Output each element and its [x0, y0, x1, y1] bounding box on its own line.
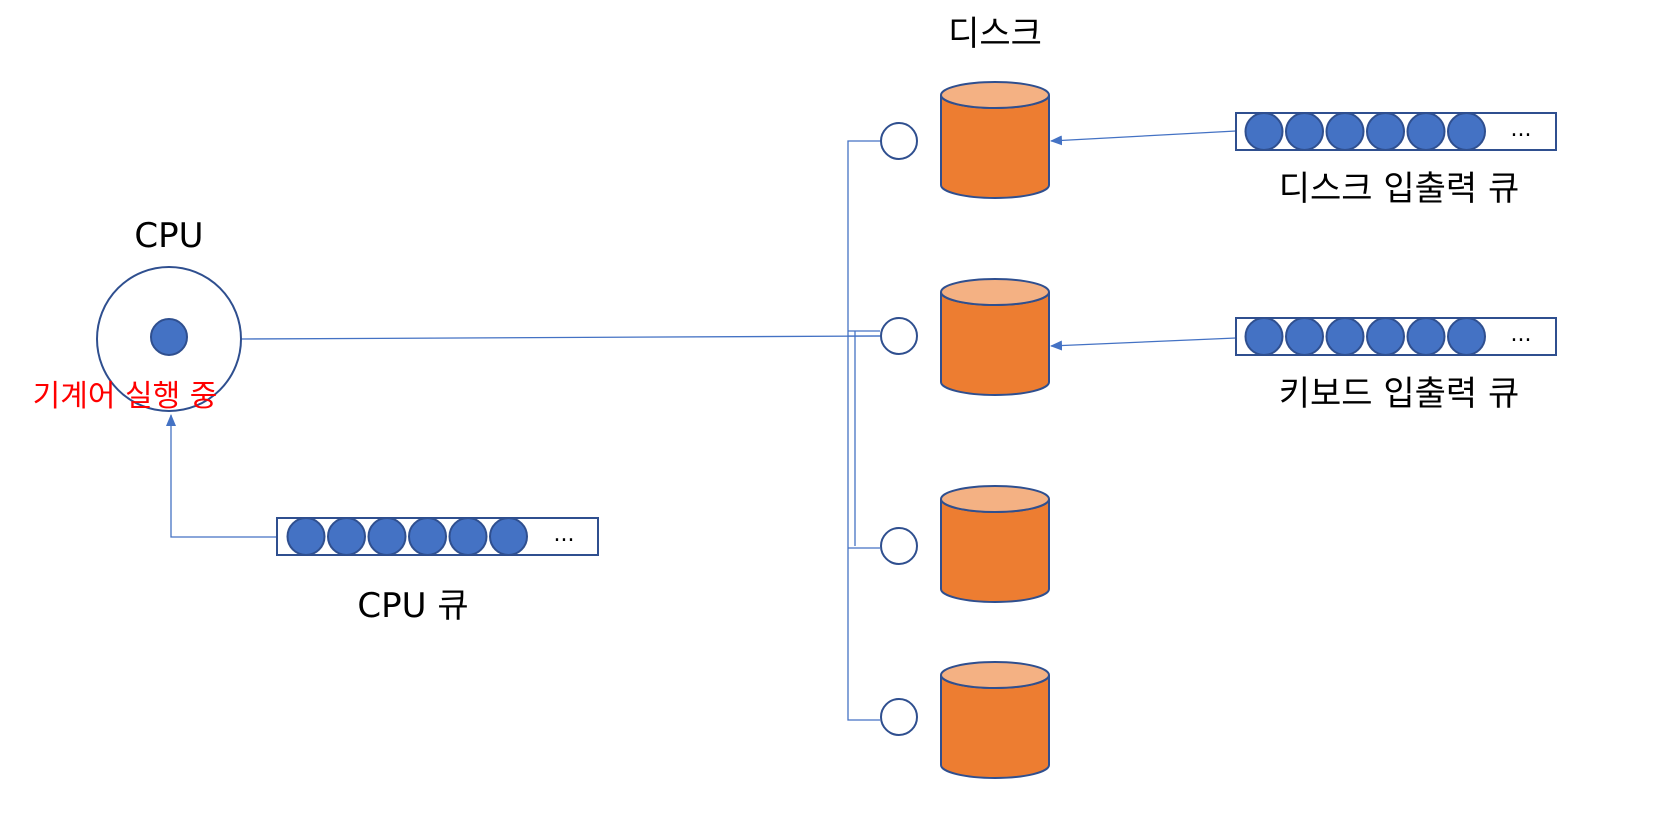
disk-cylinder — [940, 94, 1050, 199]
disk-io-queue-process — [1406, 112, 1446, 151]
cpu-queue-process — [489, 517, 528, 556]
connectors — [166, 130, 1237, 721]
disk-cylinder — [940, 498, 1050, 603]
keyboard-io-queue-process — [1366, 317, 1405, 356]
device-node-circle — [880, 122, 918, 160]
disk-queue-to-device-arrow — [1050, 130, 1237, 146]
disk-io-queue: ... 디스크 입출력 큐 — [1235, 112, 1557, 209]
keyboard-io-queue-process — [1325, 317, 1365, 356]
keyboard-io-queue: ... 키보드 입출력 큐 — [1235, 317, 1557, 414]
device-nodes — [880, 122, 918, 736]
disk-io-queue-process — [1285, 112, 1324, 151]
disk-cylinder-top — [940, 278, 1050, 306]
cpu-status-label: 기계어 실행 중 — [33, 379, 218, 414]
cpu-queue: ... CPU 큐 — [276, 517, 599, 626]
cpu-queue-ellipsis: ... — [554, 522, 575, 547]
disk-cylinder-top — [940, 81, 1050, 109]
cpu-queue-process — [327, 517, 366, 556]
keyboard-io-queue-ellipsis: ... — [1511, 322, 1532, 347]
device-bus-connector — [847, 140, 880, 721]
cpu: CPU 기계어 실행 중 — [33, 216, 242, 414]
cpu-queue-to-cpu-arrow — [166, 414, 277, 538]
cpu-queue-label: CPU 큐 — [357, 586, 468, 626]
cpu-queue-process — [286, 517, 326, 556]
disk-io-queue-label: 디스크 입출력 큐 — [1279, 169, 1520, 209]
disk-cylinder-top — [940, 661, 1050, 689]
cpu-queue-process — [408, 517, 447, 556]
cpu-queue-process — [367, 517, 407, 556]
cpu-queue-process — [448, 517, 488, 556]
disk-io-queue-process — [1366, 112, 1405, 151]
keyboard-queue-to-device-arrow — [1050, 337, 1237, 351]
keyboard-io-queue-process — [1244, 317, 1284, 356]
device-group-label: 디스크 — [948, 14, 1042, 54]
disk-io-queue-process — [1244, 112, 1284, 151]
running-process-dot — [150, 318, 188, 356]
device-cylinders — [940, 81, 1050, 779]
device-node-circle — [880, 698, 918, 736]
keyboard-io-queue-process — [1447, 317, 1486, 356]
cpu-to-devices-connector — [240, 335, 881, 340]
disk-io-queue-ellipsis: ... — [1511, 117, 1532, 142]
keyboard-io-queue-process — [1406, 317, 1446, 356]
cpu-label: CPU — [134, 216, 203, 256]
device-node-circle — [880, 317, 918, 355]
keyboard-io-queue-label: 키보드 입출력 큐 — [1279, 374, 1520, 414]
disk-cylinder-top — [940, 485, 1050, 513]
device-node-circle — [880, 527, 918, 565]
disk-cylinder — [940, 291, 1050, 396]
keyboard-io-queue-process — [1285, 317, 1324, 356]
disk-cylinder — [940, 674, 1050, 779]
disk-io-queue-process — [1325, 112, 1365, 151]
disk-io-queue-process — [1447, 112, 1486, 151]
